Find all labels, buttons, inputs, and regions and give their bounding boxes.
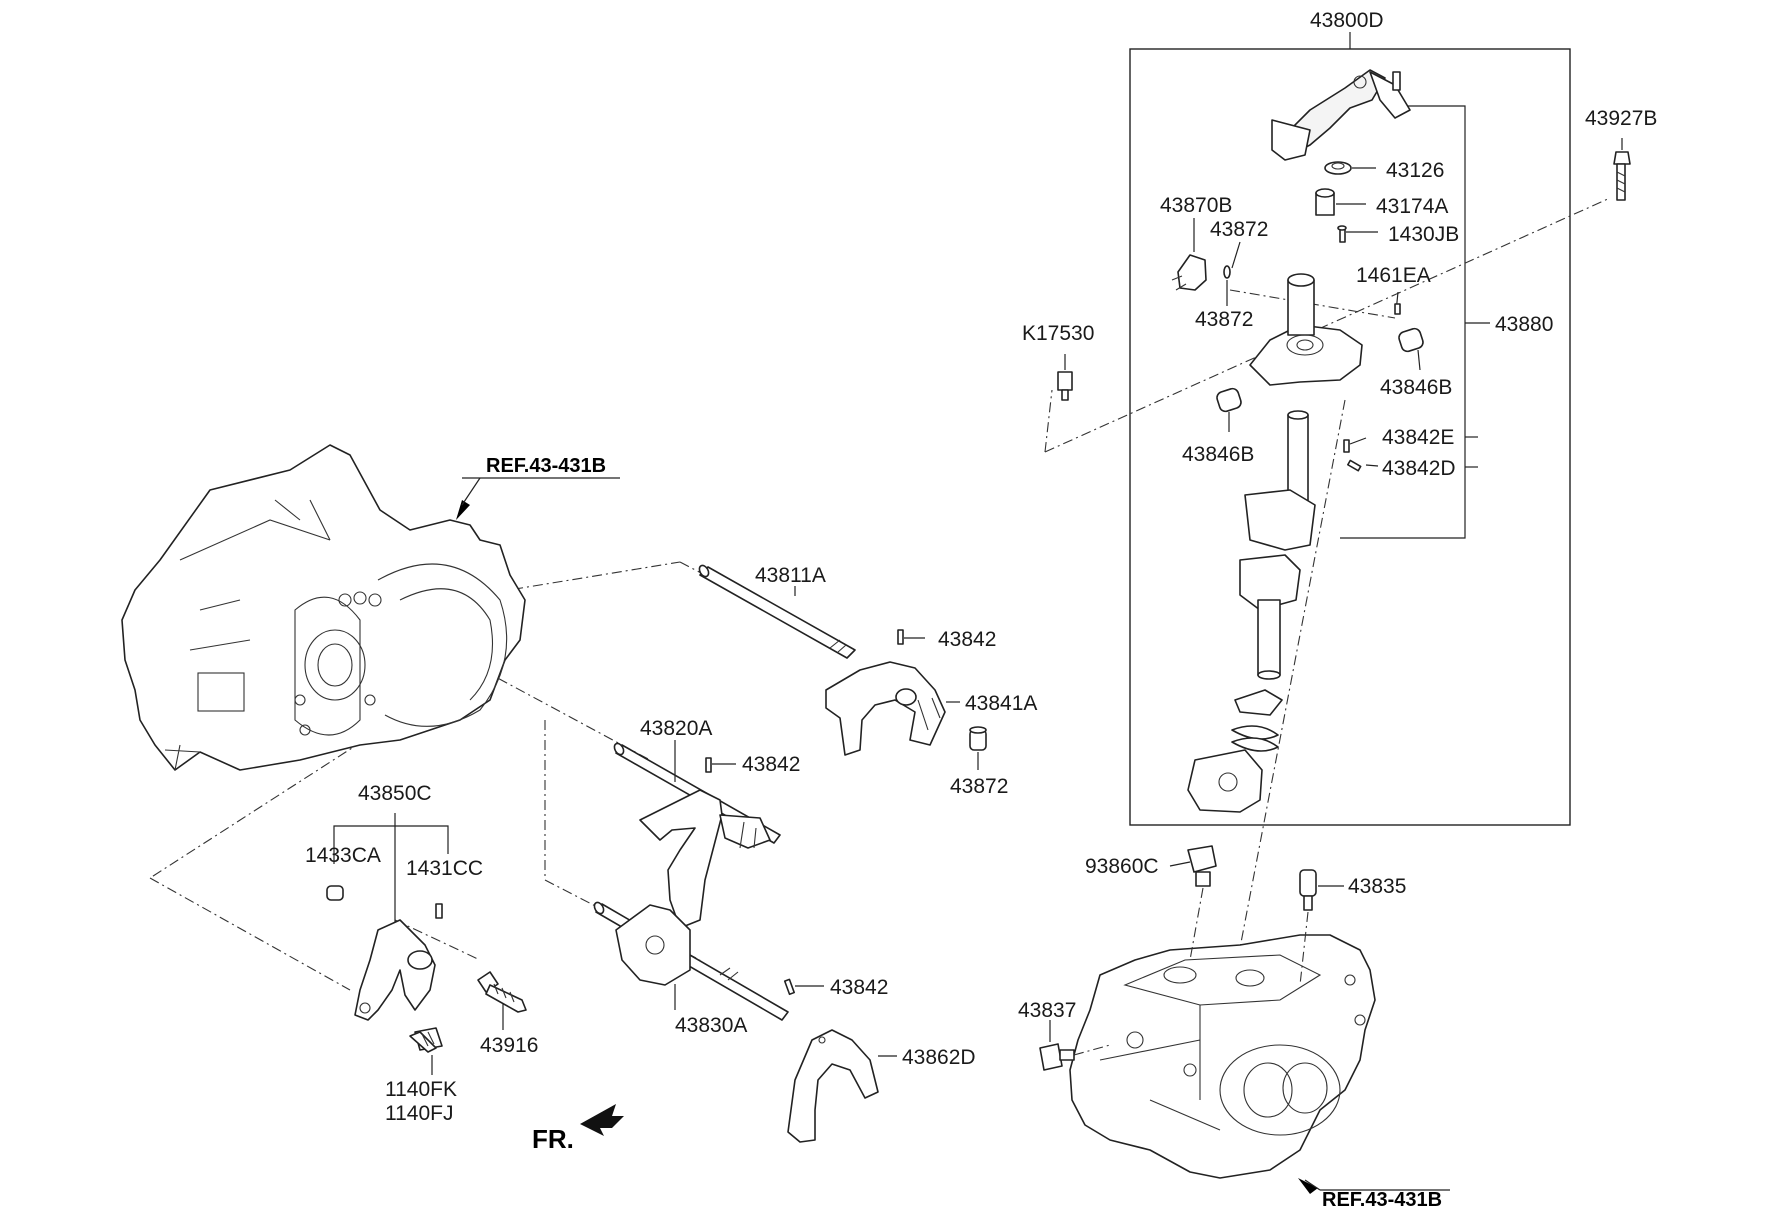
plug-43837 [1039, 1043, 1075, 1071]
label-43835: 43835 [1348, 875, 1406, 898]
label-43862D: 43862D [902, 1046, 976, 1069]
bracket-43850C [333, 825, 449, 854]
pin-43842-c [783, 978, 796, 996]
ref-label-top: REF.43-431B [486, 455, 606, 477]
ref-bottom-arrow [1298, 1178, 1318, 1194]
label-43846B-right: 43846B [1380, 376, 1452, 399]
pin-1430JB [1337, 225, 1347, 243]
plug-43846B-left [1216, 387, 1242, 413]
plug-43846B-right [1398, 327, 1424, 353]
alignment-lines [149, 197, 1611, 1001]
front-direction-label: FR. [532, 1124, 574, 1154]
lever-parts-lower [1187, 689, 1283, 813]
bracket-43880 [1340, 105, 1466, 539]
ref-top-arrow [456, 500, 470, 520]
ring-43872-upper [1223, 265, 1231, 279]
label-43870B: 43870B [1160, 194, 1232, 217]
fork-43841A [825, 661, 946, 756]
pin-43842E [1343, 439, 1350, 453]
label-43872-upper: 43872 [1210, 218, 1268, 241]
label-43811A: 43811A [755, 564, 826, 587]
switch-93860C [1187, 845, 1217, 887]
label-K17530: K17530 [1022, 322, 1094, 345]
label-43872-middle: 43872 [1195, 308, 1253, 331]
lever-43850C [354, 919, 436, 1021]
front-direction-arrow [580, 1104, 624, 1136]
clip-K17530 [1057, 371, 1073, 401]
bush-43174A [1315, 188, 1335, 216]
ring-43872-lower [969, 726, 987, 751]
plate-43870B [1171, 254, 1207, 291]
label-43842-c: 43842 [830, 976, 888, 999]
label-43174A: 43174A [1376, 195, 1448, 218]
label-1140FK: 1140FK [385, 1078, 457, 1101]
label-43846B-left: 43846B [1182, 443, 1254, 466]
label-43872-lower: 43872 [950, 775, 1008, 798]
fork-43820A [639, 789, 771, 929]
label-1140FJ: 1140FJ [385, 1102, 454, 1125]
label-43842D: 43842D [1382, 457, 1456, 480]
bolt-1140FK [409, 1027, 443, 1053]
pin-1431CC [435, 903, 443, 919]
label-93860C: 93860C [1085, 855, 1159, 878]
label-43820A: 43820A [640, 717, 712, 740]
shift-rail-43811A [698, 564, 856, 659]
label-43850C: 43850C [358, 782, 432, 805]
bolt-43916 [477, 971, 527, 1013]
label-1431CC: 1431CC [406, 857, 483, 880]
pin-43842-b [705, 757, 712, 773]
right-transmission-housing [1069, 934, 1376, 1179]
shift-shaft [1239, 410, 1316, 680]
seal-43126 [1324, 161, 1352, 175]
label-43842-a: 43842 [938, 628, 996, 651]
label-43841A: 43841A [965, 692, 1037, 715]
label-1430JB: 1430JB [1388, 223, 1459, 246]
shift-rail-43830A [593, 901, 789, 1021]
label-43126: 43126 [1386, 159, 1444, 182]
label-43800D: 43800D [1310, 9, 1384, 32]
label-43837: 43837 [1018, 999, 1076, 1022]
plug-43835 [1299, 869, 1317, 911]
label-43842E: 43842E [1382, 426, 1454, 449]
label-1433CA: 1433CA [305, 844, 381, 867]
fork-43862D [787, 1029, 879, 1143]
ref-label-bottom: REF.43-431B [1322, 1189, 1442, 1211]
pin-43842D [1347, 459, 1362, 472]
label-1461EA: 1461EA [1356, 264, 1431, 287]
label-43927B: 43927B [1585, 107, 1657, 130]
cap-1433CA [326, 885, 344, 901]
label-43880: 43880 [1495, 313, 1553, 336]
bolt-43927B [1613, 151, 1631, 201]
select-lever-43800D [1271, 69, 1411, 161]
left-transmission-housing [121, 444, 526, 771]
label-43842-b: 43842 [742, 753, 800, 776]
label-43830A: 43830A [675, 1014, 747, 1037]
shift-housing-43880 [1249, 273, 1363, 386]
pin-43842-a [897, 629, 904, 645]
label-43916: 43916 [480, 1034, 538, 1057]
pin-1461EA [1394, 303, 1401, 315]
